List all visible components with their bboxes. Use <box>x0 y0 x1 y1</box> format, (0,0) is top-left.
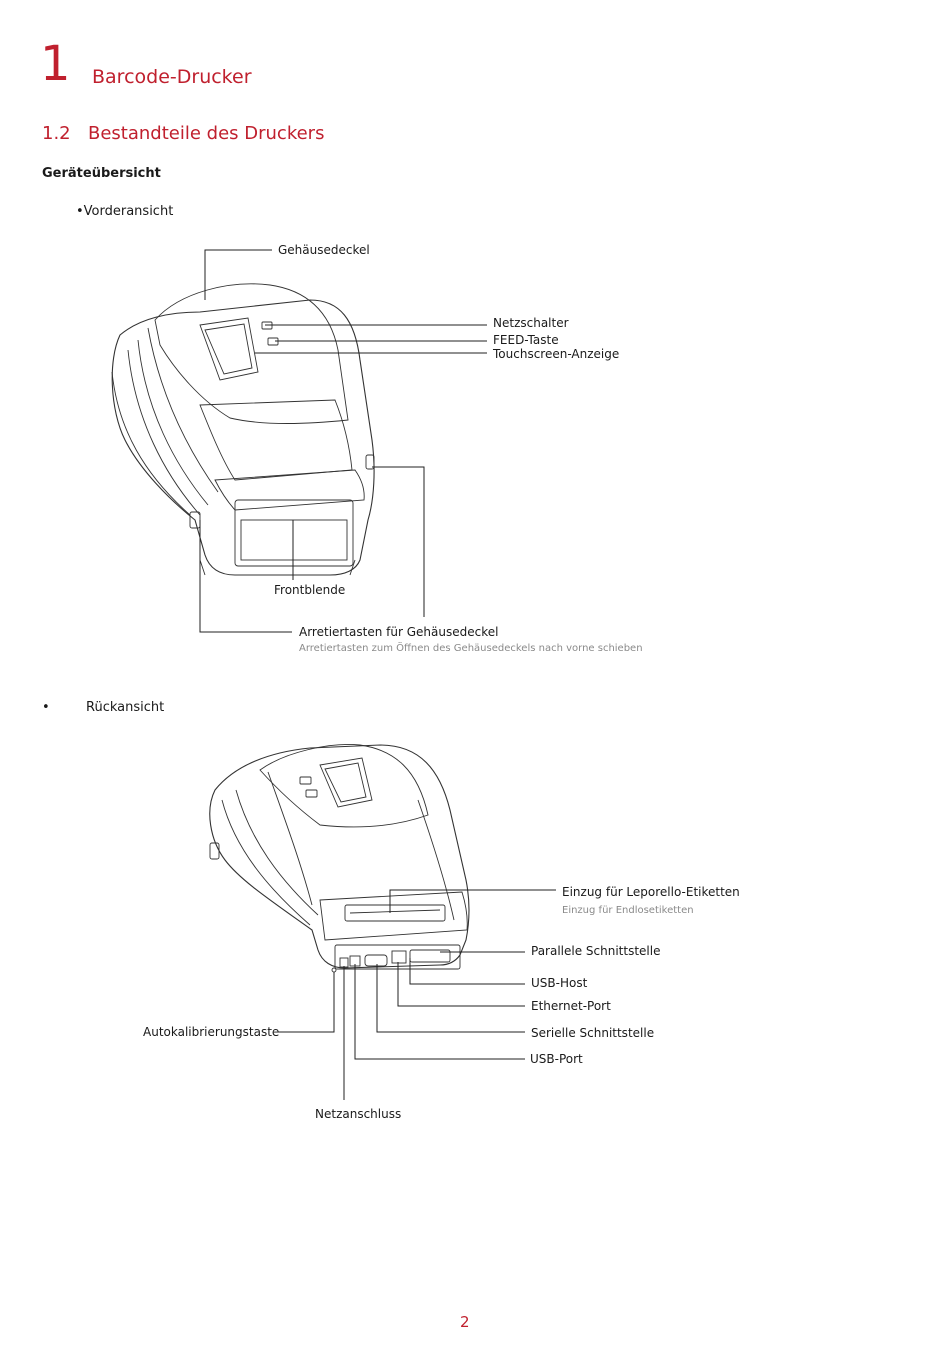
release-note: Arretiertasten zum Öffnen des Gehäusedec… <box>299 643 643 654</box>
chapter-number: 1 <box>40 36 71 92</box>
page-number: 2 <box>460 1313 470 1331</box>
label-power-switch: Netzschalter <box>493 316 569 330</box>
label-release-buttons: Arretiertasten für Gehäusedeckel <box>299 625 499 639</box>
label-touchscreen: Touchscreen-Anzeige <box>493 347 620 361</box>
rear-view-title: Rückansicht <box>86 700 165 715</box>
label-feed-button: FEED-Taste <box>493 333 559 347</box>
overview-heading: Geräteübersicht <box>42 166 161 181</box>
bullet-icon: • <box>76 204 84 219</box>
front-printer-drawing <box>111 249 487 633</box>
fanfold-note: Einzug für Endlosetiketten <box>562 905 694 916</box>
section-title: Bestandteile des Druckers <box>88 123 325 144</box>
rear-bullet-icon: • <box>42 700 50 715</box>
label-cover: Gehäusedeckel <box>278 243 370 257</box>
section-number: 1.2 <box>42 123 71 144</box>
label-auto-calibration: Autokalibrierungstaste <box>143 1025 280 1039</box>
label-ethernet: Ethernet-Port <box>531 999 611 1013</box>
label-parallel: Parallele Schnittstelle <box>531 944 661 958</box>
label-usb-port: USB-Port <box>530 1052 583 1066</box>
label-fanfold-entry: Einzug für Leporello-Etiketten <box>562 885 740 899</box>
label-usb-host: USB-Host <box>531 976 588 990</box>
rear-printer-drawing <box>209 744 556 1100</box>
front-bullet: •Vorderansicht <box>76 204 173 219</box>
front-view-title: Vorderansicht <box>83 204 174 219</box>
label-power-connector: Netzanschluss <box>315 1107 402 1121</box>
label-serial: Serielle Schnittstelle <box>531 1026 655 1040</box>
label-front-panel: Frontblende <box>274 583 346 597</box>
chapter-title: Barcode-Drucker <box>92 66 252 88</box>
